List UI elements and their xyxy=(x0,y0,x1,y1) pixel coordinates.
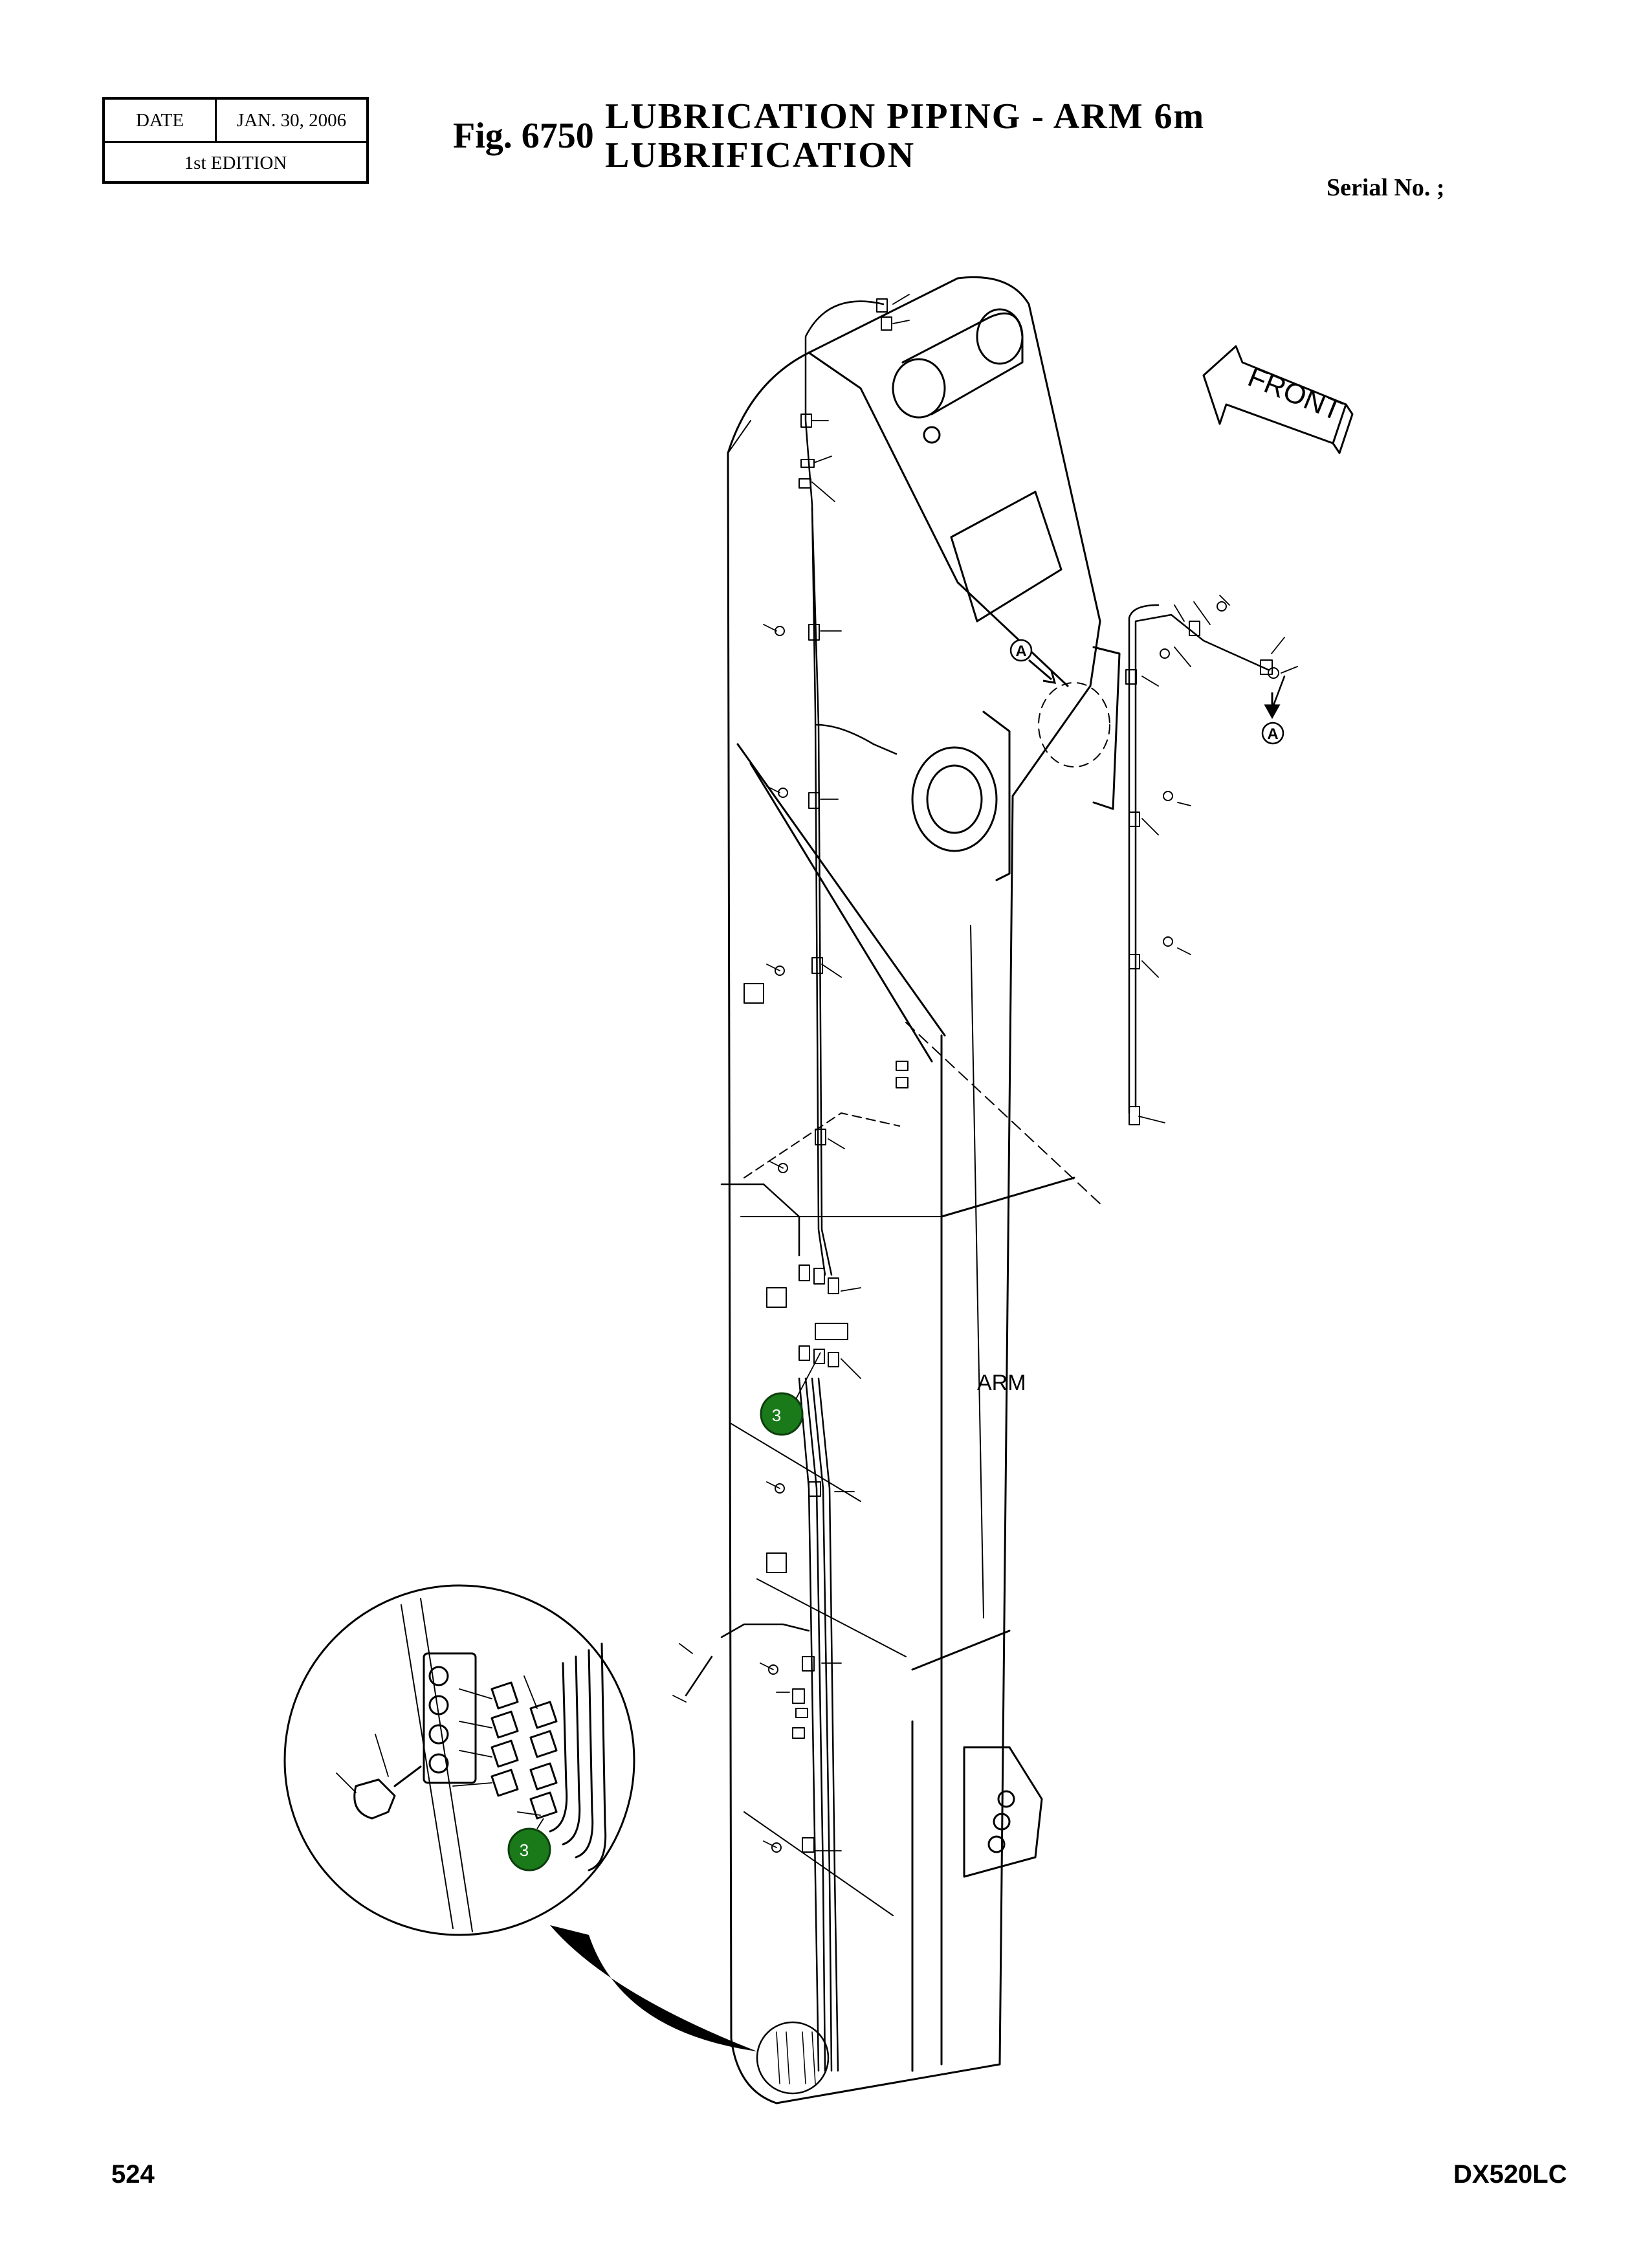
exploded-pipe xyxy=(1128,604,1286,1114)
arm-label: ARM xyxy=(977,1371,1026,1395)
leader-lines xyxy=(672,294,1298,1851)
view-marker-label: A xyxy=(1015,643,1026,660)
date-label: DATE xyxy=(105,100,217,141)
model-name: DX520LC xyxy=(1453,2160,1567,2189)
view-marker-arrow xyxy=(1028,659,1057,684)
callout-number: 3 xyxy=(520,1840,529,1860)
edition-label: 1st EDITION xyxy=(184,152,287,173)
view-marker-label: A xyxy=(1267,725,1278,743)
callout-3-main: 3 xyxy=(760,1352,821,1436)
view-marker-arrow xyxy=(1264,692,1281,720)
page-title: LUBRICATION PIPING - ARM 6m xyxy=(605,96,1206,137)
figure-number: Fig. 6750 xyxy=(453,116,594,156)
pipe-fittings xyxy=(743,298,1279,1853)
front-arrow xyxy=(1202,345,1354,454)
arm-outline xyxy=(727,276,1101,2104)
view-marker-circle xyxy=(1261,722,1284,745)
date-value: JAN. 30, 2006 xyxy=(236,109,347,131)
date-row: DATE JAN. 30, 2006 xyxy=(105,100,366,143)
lubrication-pipes xyxy=(685,300,898,2072)
page-subtitle: LUBRIFICATION xyxy=(605,135,916,175)
callout-3-detail: 3 xyxy=(507,1818,551,1871)
callout-number: 3 xyxy=(772,1406,781,1425)
detail-view xyxy=(283,1584,830,2095)
serial-number: Serial No. ; xyxy=(1327,174,1445,201)
lower-bracket xyxy=(963,1746,1043,1878)
page-number: 524 xyxy=(111,2160,155,2189)
view-marker-group xyxy=(1009,639,1284,745)
arm-head-pin xyxy=(892,308,1121,881)
detail-leader-wedge xyxy=(550,1925,757,2051)
view-marker-circle xyxy=(1009,639,1033,662)
date-box: DATE JAN. 30, 2006 1st EDITION xyxy=(102,97,369,184)
